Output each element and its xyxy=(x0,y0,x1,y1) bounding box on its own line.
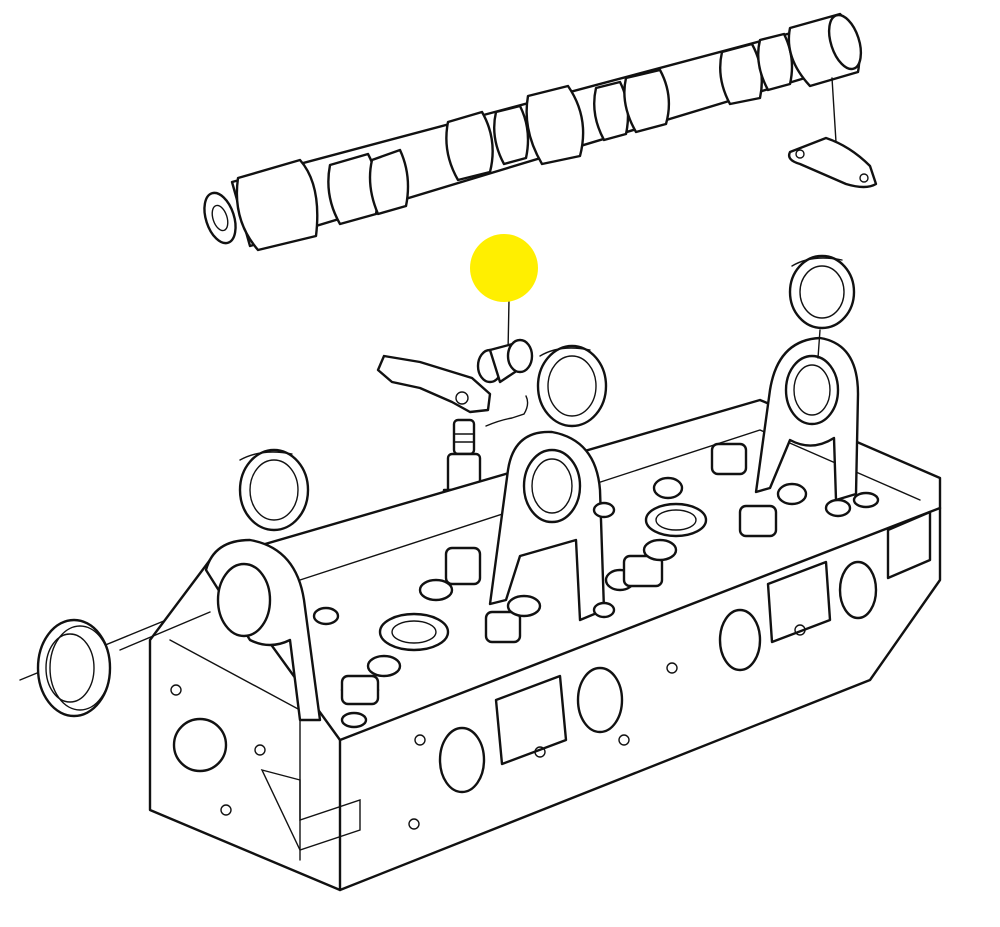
camshaft xyxy=(203,12,863,252)
rocker-bushing xyxy=(476,338,534,384)
yellow-callout-circle xyxy=(470,234,538,302)
cam-bearing-bush-right xyxy=(788,254,856,330)
cam-bearing-bush-center xyxy=(536,344,608,428)
retaining-clip xyxy=(485,395,529,427)
cam-tower-rear xyxy=(754,336,860,502)
valve-tappets xyxy=(312,442,880,729)
oil-seal xyxy=(19,599,216,718)
cam-tower-front xyxy=(204,538,322,722)
assembly-axis-lines xyxy=(119,329,821,651)
callout-marker xyxy=(470,234,538,353)
cam-bearing-bush-left xyxy=(238,448,310,532)
rocker-arm xyxy=(376,354,492,414)
thrust-plate xyxy=(787,77,878,189)
cam-tower-center xyxy=(488,430,606,622)
